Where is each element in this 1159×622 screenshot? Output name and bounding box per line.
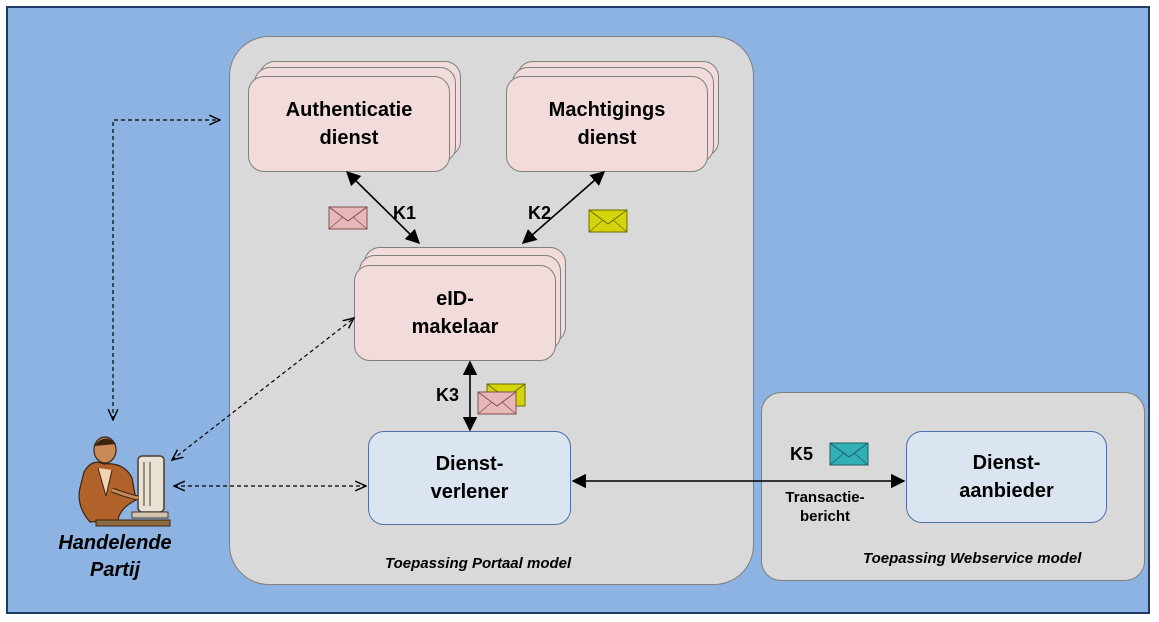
handelende-partij-label: Handelende Partij xyxy=(40,530,190,584)
k1-label: K1 xyxy=(393,203,417,223)
envelope-icon xyxy=(477,391,517,415)
person-at-computer-icon xyxy=(78,436,171,527)
authenticatie-line1: Authenticatie xyxy=(285,99,413,121)
machtigings-line2: dienst xyxy=(577,127,637,149)
dienstaanbieder-label: Dienst- aanbieder xyxy=(907,432,1106,522)
dienstaanbieder-line1: Dienst- xyxy=(972,452,1041,474)
portaal-model-caption: Toepassing Portaal model xyxy=(385,555,572,572)
machtigings-line1: Machtigings xyxy=(548,99,666,121)
k1-arrow xyxy=(345,170,421,245)
dienstaanbieder-node[interactable]: Dienst- aanbieder xyxy=(906,431,1107,523)
transactiebericht-label: Transactie- bericht xyxy=(765,488,885,526)
dienstverlener-node[interactable]: Dienst- verlener xyxy=(368,431,571,525)
transactiebericht-line2: bericht xyxy=(799,508,850,525)
webservice-model-caption: Toepassing Webservice model xyxy=(863,550,1082,567)
eid-line2: makelaar xyxy=(411,316,499,338)
envelope-icon xyxy=(328,206,368,230)
authenticatie-dienst-label: Authenticatie dienst xyxy=(249,77,449,171)
dienstaanbieder-line2: aanbieder xyxy=(959,480,1054,502)
machtigings-dienst-label: Machtigings dienst xyxy=(507,77,707,171)
eid-makelaar-label: eID- makelaar xyxy=(355,266,555,360)
envelope-icon xyxy=(829,442,869,466)
eid-makelaar-node[interactable]: eID- makelaar xyxy=(354,265,556,361)
actor-line2: Partij xyxy=(89,559,141,581)
transactiebericht-line1: Transactie- xyxy=(785,489,865,506)
authenticatie-line2: dienst xyxy=(319,127,379,149)
envelope-icon xyxy=(588,209,628,233)
dienstverlener-line2: verlener xyxy=(430,481,509,503)
k3-label: K3 xyxy=(436,385,460,405)
eid-line1: eID- xyxy=(436,288,474,310)
actor-to-authenticatie-arrow xyxy=(113,120,220,420)
machtigings-dienst-node[interactable]: Machtigings dienst xyxy=(506,76,708,172)
k2-label: K2 xyxy=(528,203,552,223)
k2-arrow xyxy=(521,171,606,244)
dienstverlener-line1: Dienst- xyxy=(435,453,504,475)
actor-line1: Handelende xyxy=(58,532,172,554)
dienstverlener-label: Dienst- verlener xyxy=(369,432,570,524)
k5-label: K5 xyxy=(790,444,814,464)
actor-to-eid-arrow xyxy=(172,318,354,460)
